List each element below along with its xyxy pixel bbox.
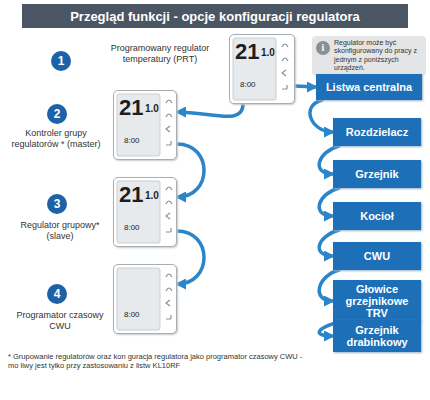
box-text: Grzejnik drabinkowy [337,324,417,348]
display-reading: 21 [119,184,143,206]
step-number: 4 [47,284,67,304]
box-text: Przegląd funkcji - opcje konfiguracji re… [70,9,360,24]
device-button [166,114,172,117]
step-number-text: 3 [54,197,61,211]
step-label: Regulator grupowy* (slave) [10,220,110,241]
device-button [282,70,286,76]
display-reading: 21 [119,97,143,119]
device-button [166,187,172,190]
device-box: Grzejnik drabinkowy [333,320,421,352]
title-band: Przegląd funkcji - opcje konfiguracji re… [22,4,408,28]
device-button [166,288,172,291]
device-box: Głowice grzejnikowe TRV [333,280,421,322]
step-number-text: 4 [54,287,61,301]
display-reading: 1.0 [145,104,159,114]
device-box: CWU [333,242,421,270]
curved-arrow [177,104,243,116]
box-text: Głowice grzejnikowe TRV [337,283,417,319]
device-button [166,126,170,132]
step-number: 3 [47,194,67,214]
display-reading: 8:00 [124,224,140,232]
step-label: Programator czasowy CWU [10,310,110,331]
box-text: Grzejnik [355,168,398,180]
step-number: 2 [47,104,67,124]
device-box: Grzejnik [333,160,421,188]
display-screen [117,181,160,243]
device-button [166,274,172,277]
box-text: Regulator może być skonfigurowany do pra… [334,39,422,73]
step-label: Kontroler grupy regulatorów * (master) [2,128,110,149]
box-text: Kocioł [360,210,394,222]
step-number-text: 1 [58,54,65,68]
curved-arrow [295,86,316,87]
thermostat-device: 211.0 8:00 [113,177,177,247]
thermostat-device: 211.0 8:00 [113,90,177,160]
device-box: Rozdzielacz [333,118,421,146]
footnote: * Grupowanie regulatorów oraz kon guracj… [8,352,308,370]
device-button [282,44,288,47]
device-button [166,100,172,103]
device-button [166,315,171,319]
curved-arrow [177,231,204,284]
device-box: Kocioł [333,202,421,230]
curved-arrow [310,100,333,132]
box-text: Rozdzielacz [346,126,408,138]
box-text: Listwa centralna [326,81,412,93]
display-reading: 8:00 [124,311,140,319]
timer-device: 8:00 [113,264,177,334]
step-number: 1 [51,51,71,71]
display-screen [117,94,160,156]
display-reading: 8:00 [240,81,256,89]
box-text: CWU [364,250,390,262]
display-screen [117,268,160,330]
device-button [166,201,172,204]
display-reading: 1.0 [145,191,159,201]
display-reading: 8:00 [124,137,140,145]
curved-arrow [177,144,204,197]
device-box: Listwa centralna [316,74,422,100]
device-button [166,300,170,306]
device-button [166,228,171,232]
thermostat-device: 211.0 8:00 [229,34,295,104]
step-label: Programowany regulator temperatury (PRT) [108,43,212,64]
display-reading: 21 [235,41,259,63]
info-note: Regulator może być skonfigurowany do pra… [312,36,426,76]
device-button [166,141,171,145]
display-reading: 1.0 [261,48,275,58]
display-screen [233,38,276,100]
device-button [282,85,287,89]
device-button [282,58,288,61]
device-button [166,213,170,219]
step-number-text: 2 [54,107,61,121]
info-icon: i [316,41,330,55]
device-face [114,265,176,333]
